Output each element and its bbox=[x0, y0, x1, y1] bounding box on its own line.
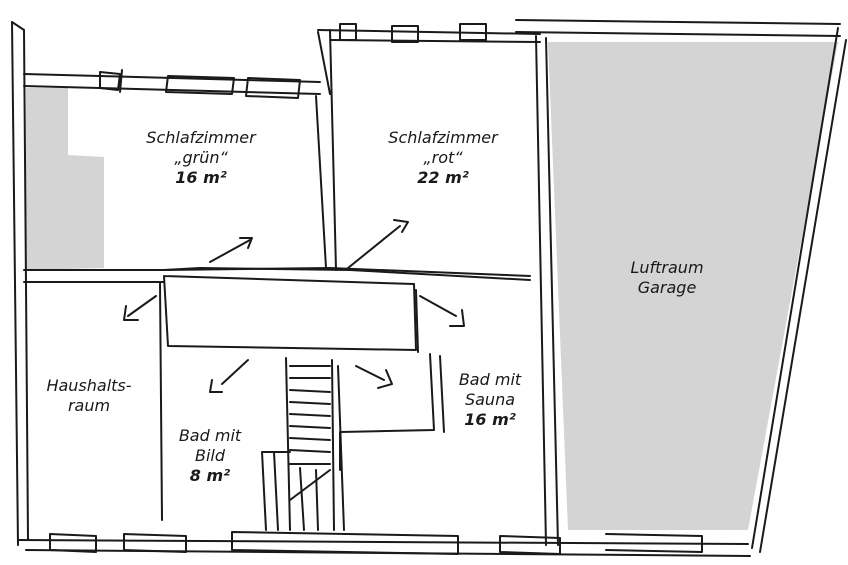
room-name: Schlafzimmer bbox=[388, 128, 498, 147]
room-name: Luftraum bbox=[630, 258, 704, 277]
bad-sauna-wall bbox=[339, 353, 445, 471]
stair bbox=[285, 357, 335, 531]
room-name: Bad mit bbox=[178, 426, 242, 445]
room-label-schlafzimmer-gruen: Schlafzimmer „grün“ 16 m² bbox=[136, 128, 266, 188]
room-subname: Sauna bbox=[464, 390, 516, 409]
room-subname: raum bbox=[67, 396, 111, 415]
top-wall-left bbox=[23, 73, 321, 95]
room-subname: „grün“ bbox=[174, 148, 228, 167]
room-subname: „rot“ bbox=[423, 148, 463, 167]
window bbox=[459, 23, 487, 41]
room-label-luftraum: Luftraum Garage bbox=[612, 258, 722, 298]
window bbox=[339, 23, 357, 41]
mid-wall-lower bbox=[315, 95, 327, 269]
garage-top-wall bbox=[515, 19, 841, 37]
window bbox=[49, 533, 97, 553]
window bbox=[99, 69, 123, 93]
room-name: Schlafzimmer bbox=[146, 128, 256, 147]
garage-separating-wall bbox=[535, 35, 559, 546]
window bbox=[391, 25, 419, 43]
left-wall bbox=[11, 21, 29, 546]
room-label-haushaltsraum: Haushalts- raum bbox=[34, 376, 144, 416]
mid-wall-upper bbox=[317, 29, 337, 271]
room-name: Haushalts- bbox=[46, 376, 132, 395]
window bbox=[165, 75, 235, 95]
room-area: 8 m² bbox=[189, 466, 231, 485]
hallway-block bbox=[163, 275, 417, 351]
room-subname: Garage bbox=[637, 278, 697, 297]
storage-fill bbox=[26, 88, 104, 270]
window bbox=[499, 535, 561, 555]
room-area: 16 m² bbox=[464, 410, 516, 429]
room-label-schlafzimmer-rot: Schlafzimmer „rot“ 22 m² bbox=[378, 128, 508, 188]
room-area: 22 m² bbox=[417, 168, 469, 187]
window bbox=[123, 533, 187, 553]
window bbox=[231, 531, 459, 555]
garage-right-wall bbox=[751, 27, 847, 553]
room-label-bad-bild: Bad mit Bild 8 m² bbox=[160, 426, 260, 486]
room-name: Bad mit bbox=[458, 370, 522, 389]
window bbox=[245, 77, 301, 99]
room-subname: Bild bbox=[194, 446, 226, 465]
room-label-bad-sauna: Bad mit Sauna 16 m² bbox=[440, 370, 540, 430]
room-area: 16 m² bbox=[175, 168, 227, 187]
door-arrows bbox=[123, 219, 465, 393]
luftraum-fill bbox=[548, 42, 838, 530]
